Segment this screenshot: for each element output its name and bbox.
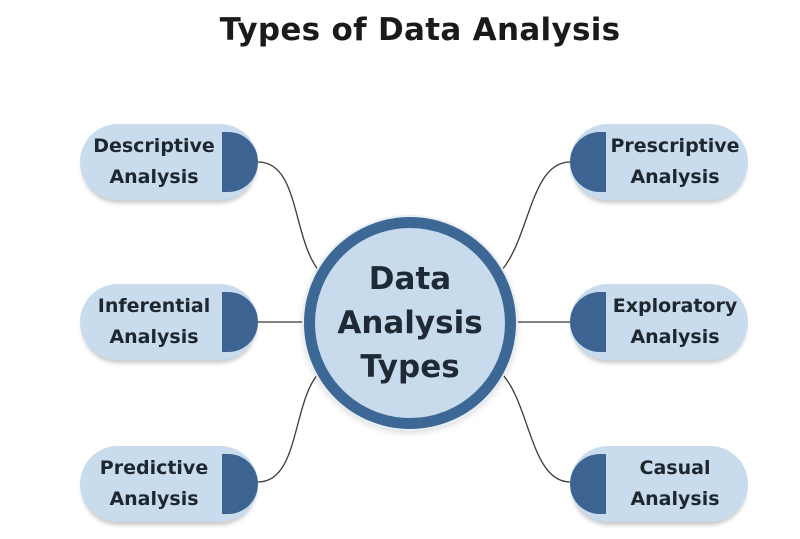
connector-descriptive [257,161,321,273]
node-inferential-analysis: Inferential Analysis [80,284,258,360]
connector-casual [499,371,571,483]
node-casual-analysis: Casual Analysis [570,446,748,522]
node-label-line-2: Analysis [109,166,199,188]
node-predictive-analysis: Predictive Analysis [80,446,258,522]
node-exploratory-analysis: Exploratory Analysis [570,284,748,360]
node-label-line-1: Descriptive [93,135,215,157]
connector-predictive [257,371,321,483]
node-descriptive-analysis: Descriptive Analysis [80,124,258,200]
diagram-title: Types of Data Analysis [219,12,621,48]
connector-prescriptive [499,161,571,273]
node-label-line-2: Analysis [109,488,199,510]
node-label-line-1: Predictive [99,457,209,479]
center-node: Data Analysis Types [304,217,516,429]
node-label-line-1: Exploratory [612,295,738,317]
node-prescriptive-analysis: Prescriptive Analysis [570,124,748,200]
node-label-line-2: Analysis [630,166,720,188]
node-label-line-1: Casual [639,457,711,479]
node-accent-cap [570,132,606,192]
node-label-line-1: Inferential [97,295,211,317]
center-line-3: Types [360,349,460,385]
node-label-line-2: Analysis [109,326,199,348]
node-accent-cap [570,292,606,352]
node-label-line-1: Prescriptive [610,135,740,157]
node-label-line-2: Analysis [630,488,720,510]
node-label-line-2: Analysis [630,326,720,348]
node-accent-cap [570,454,606,514]
center-line-2: Analysis [337,305,483,341]
center-line-1: Data [368,261,452,297]
